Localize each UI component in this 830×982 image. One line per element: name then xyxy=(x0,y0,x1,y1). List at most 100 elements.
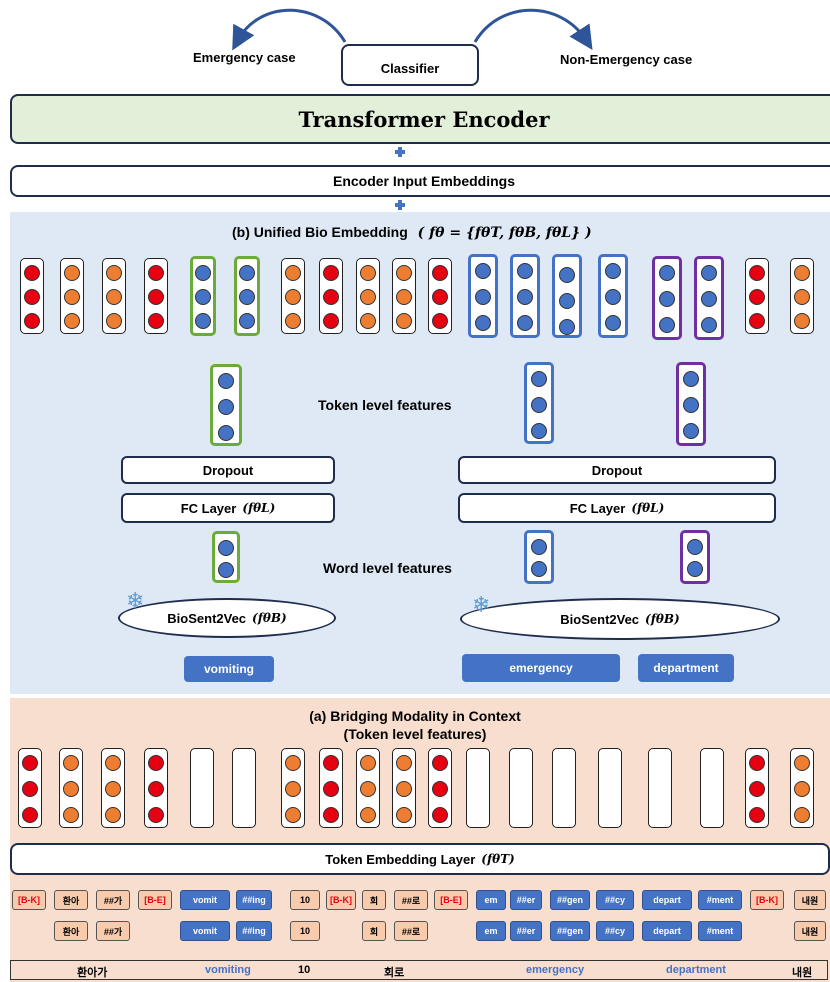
embedding-vector-emergency xyxy=(468,254,498,338)
token-vector-empty xyxy=(232,748,256,828)
biosent2vec-right: BioSent2Vec (fθB) xyxy=(460,598,780,640)
token-level-vector-department xyxy=(676,362,706,446)
token-korean: ##로 xyxy=(394,921,428,941)
dropout-box-left: Dropout xyxy=(121,456,335,484)
token-english: em xyxy=(476,921,506,941)
embedding-vector-emergency xyxy=(510,254,540,338)
token-vector xyxy=(101,748,125,828)
bottom-word: 환아가 xyxy=(77,967,108,979)
embedding-vector-emergency xyxy=(552,254,582,338)
token-vector-empty xyxy=(598,748,622,828)
encoder-input-embeddings-box: Encoder Input Embeddings xyxy=(10,165,830,197)
token-english: vomit xyxy=(180,890,230,910)
embedding-vector xyxy=(790,258,814,334)
token-tag: [B-E] xyxy=(434,890,468,910)
fc-layer-formula: (fθL) xyxy=(242,501,276,515)
embedding-vector-vomiting xyxy=(190,256,216,336)
token-korean: 10 xyxy=(290,890,320,910)
token-korean: ##로 xyxy=(394,890,428,910)
plus-icon xyxy=(395,200,405,210)
embedding-vector-emergency xyxy=(598,254,628,338)
token-english: vomit xyxy=(180,921,230,941)
token-vector-empty xyxy=(190,748,214,828)
biosent2vec-left: BioSent2Vec (fθB) xyxy=(118,598,336,638)
embedding-vector xyxy=(144,258,168,334)
token-embedding-label: Token Embedding Layer xyxy=(325,851,476,867)
token-level-features-label: Token level features xyxy=(318,397,452,413)
word-department: department xyxy=(638,654,734,682)
token-level-vector-vomiting xyxy=(210,364,242,446)
embedding-vector xyxy=(392,258,416,334)
bottom-word: 회로 xyxy=(384,967,405,979)
embedding-vector-vomiting xyxy=(234,256,260,336)
token-embedding-layer-box: Token Embedding Layer (fθT) xyxy=(10,843,830,875)
classifier-box: Classifier xyxy=(341,44,479,86)
encoder-input-label: Encoder Input Embeddings xyxy=(332,173,515,189)
word-level-vector-vomiting xyxy=(212,531,240,583)
token-vector-empty xyxy=(552,748,576,828)
classifier-arrows xyxy=(232,8,593,51)
embedding-vector xyxy=(356,258,380,334)
embedding-vector xyxy=(60,258,84,334)
token-english: ##ing xyxy=(236,921,272,941)
embedding-vector xyxy=(745,258,769,334)
token-english: ##cy xyxy=(596,921,634,941)
bottom-word-bar xyxy=(10,960,828,980)
panel-b-title: (b) Unified Bio Embedding ( fθ = {fθT, f… xyxy=(232,224,592,241)
token-tag: [B-K] xyxy=(750,890,784,910)
dropout-label: Dropout xyxy=(202,462,254,478)
bottom-word: emergency xyxy=(526,964,585,976)
biosent2vec-label: BioSent2Vec xyxy=(560,611,640,627)
token-english: depart xyxy=(642,890,692,910)
embedding-vector xyxy=(319,258,343,334)
token-english: ##er xyxy=(510,921,542,941)
bottom-word: department xyxy=(666,964,726,976)
fc-layer-formula: (fθL) xyxy=(631,501,665,515)
token-vector xyxy=(144,748,168,828)
token-english: em xyxy=(476,890,506,910)
token-vector xyxy=(59,748,83,828)
token-vector xyxy=(428,748,452,828)
word-level-vector-emergency xyxy=(524,530,554,584)
bottom-word: 10 xyxy=(298,964,311,976)
token-korean: 회 xyxy=(362,921,386,941)
token-korean: 환아 xyxy=(54,890,88,910)
embedding-vector xyxy=(102,258,126,334)
token-vector-empty xyxy=(466,748,490,828)
fc-layer-box-right: FC Layer (fθL) xyxy=(458,493,776,523)
token-english: ##gen xyxy=(550,890,590,910)
fc-layer-label: FC Layer xyxy=(569,500,626,516)
token-tag: [B-E] xyxy=(138,890,172,910)
panel-a-title-line2: (Token level features) xyxy=(343,726,487,742)
panel-b-title-text: (b) Unified Bio Embedding xyxy=(232,224,408,240)
fc-layer-label: FC Layer xyxy=(180,500,237,516)
token-korean: 내원 xyxy=(794,921,826,941)
plus-icon xyxy=(395,147,405,157)
token-vector-empty xyxy=(509,748,533,828)
dropout-label: Dropout xyxy=(591,462,643,478)
biosent2vec-formula: (fθB) xyxy=(252,611,287,625)
transformer-encoder-label: Transformer Encoder xyxy=(298,106,550,132)
token-korean: ##가 xyxy=(96,890,130,910)
embedding-vector-department xyxy=(694,256,724,340)
token-english: ##cy xyxy=(596,890,634,910)
bottom-word: 내원 xyxy=(792,967,813,979)
word-emergency: emergency xyxy=(462,654,620,682)
embedding-vector-department xyxy=(652,256,682,340)
embedding-vector xyxy=(20,258,44,334)
token-english: ##gen xyxy=(550,921,590,941)
token-korean: 환아 xyxy=(54,921,88,941)
biosent2vec-formula: (fθB) xyxy=(645,612,680,626)
token-vector-empty xyxy=(700,748,724,828)
dropout-box-right: Dropout xyxy=(458,456,776,484)
token-vector xyxy=(790,748,814,828)
word-vomiting: vomiting xyxy=(184,656,274,682)
token-english: #ment xyxy=(698,890,742,910)
bottom-word: vomiting xyxy=(205,964,251,976)
token-english: #ment xyxy=(698,921,742,941)
token-korean: ##가 xyxy=(96,921,130,941)
embedding-vector xyxy=(281,258,305,334)
snowflake-icon: ❄ xyxy=(126,588,145,613)
word-level-vector-department xyxy=(680,530,710,584)
embedding-vector xyxy=(428,258,452,334)
